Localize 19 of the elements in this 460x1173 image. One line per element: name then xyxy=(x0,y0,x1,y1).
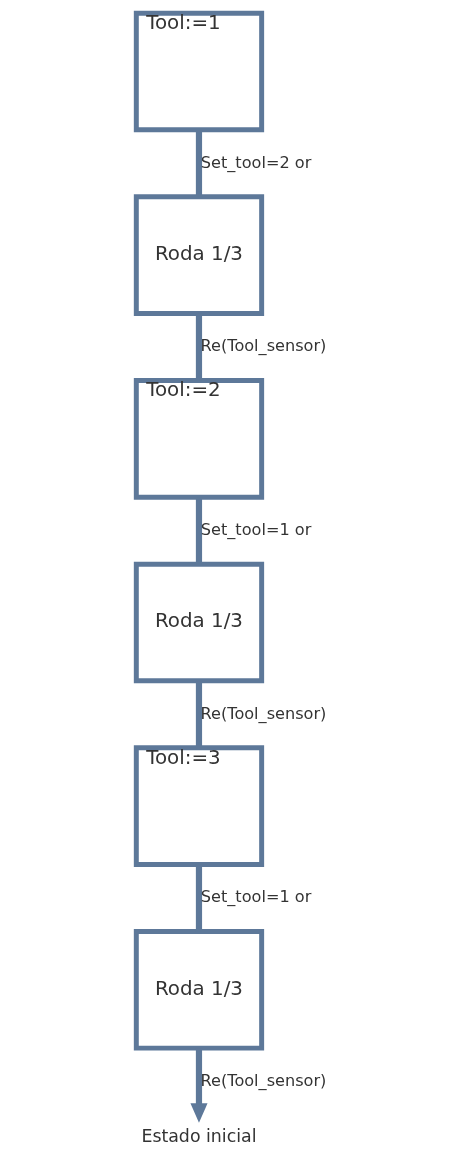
edge-label: Re(Tool_sensor) xyxy=(200,703,327,723)
connector xyxy=(195,130,203,197)
connector xyxy=(195,864,203,932)
node-box: Roda 1/3 xyxy=(133,561,265,684)
edge-label: Set_tool=1 or xyxy=(200,887,312,907)
edge-label: Re(Tool_sensor) xyxy=(200,336,327,356)
node-box: Roda 1/3 xyxy=(133,194,265,316)
edge-label: Set_tool=1 or xyxy=(200,519,312,539)
edge-label: Set_tool=2 or xyxy=(200,152,312,172)
node-box: Tool:=2 xyxy=(133,378,265,500)
connector xyxy=(195,497,203,564)
node-box: Tool:=1 xyxy=(133,10,265,133)
connector xyxy=(195,681,203,748)
node-box: Roda 1/3 xyxy=(133,929,265,1051)
node-text: Estado inicial xyxy=(141,1126,257,1147)
connector xyxy=(195,313,203,381)
arrow xyxy=(190,1048,208,1123)
edge-label: Re(Tool_sensor) xyxy=(200,1070,327,1090)
node-box: Tool:=3 xyxy=(133,745,265,867)
